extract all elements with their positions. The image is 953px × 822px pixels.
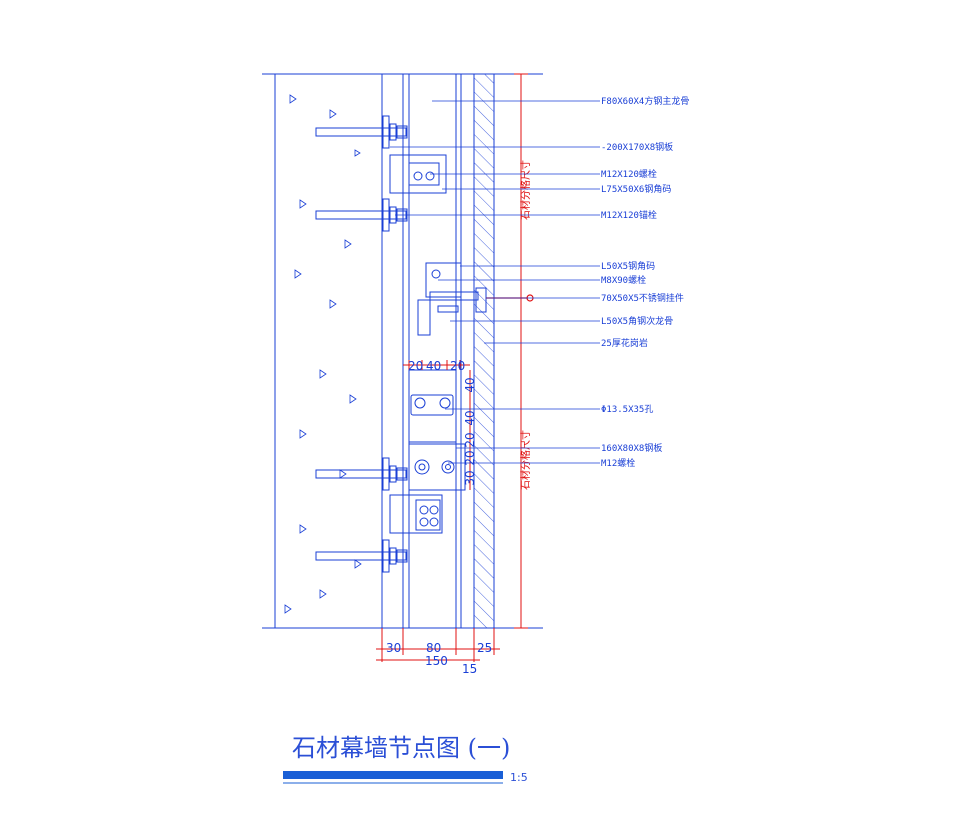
callout-m12: M12螺栓 — [601, 457, 635, 469]
callout-main-keel: F80X60X4方钢主龙骨 — [601, 95, 689, 107]
plate-dim-side-4: 20 — [463, 450, 477, 465]
callout-hole: Φ13.5X35孔 — [601, 404, 653, 415]
granite-panel — [473, 73, 495, 629]
title-bar — [283, 771, 503, 779]
bottom-dim-80: 80 — [426, 641, 441, 655]
drawing-title: 石材幕墙节点图 (一) — [292, 734, 510, 762]
plate-dim-side-3: 20 — [463, 432, 477, 447]
plate-dim-top-2: 40 — [426, 359, 441, 373]
vdim-lower: 石材分格尺寸 — [519, 430, 532, 490]
bottom-dim-150: 150 — [425, 654, 448, 668]
vertical-dimensions — [514, 73, 528, 629]
callout-l50-angle: L50X5钢角码 — [601, 260, 655, 272]
leader-lines — [390, 100, 600, 464]
bottom-dim-15: 15 — [462, 662, 477, 676]
anchor-bolts — [315, 115, 408, 573]
vdim-upper: 石材分格尺寸 — [519, 160, 532, 220]
callout-m8-bolt: M8X90螺栓 — [601, 274, 646, 286]
callout-secondary-keel: L50X5角钢次龙骨 — [601, 315, 673, 327]
drawing-scale: 1:5 — [510, 771, 528, 784]
main-keel — [381, 74, 475, 628]
plate-dim-side-1: 40 — [463, 377, 477, 392]
plate-dim-side-2: 40 — [463, 410, 477, 425]
steel-plates — [389, 154, 466, 534]
plate-dim-top-3: 20 — [450, 359, 465, 373]
concrete-wall — [274, 73, 383, 629]
plate-dim-top-1: 20 — [408, 359, 423, 373]
callout-plate-200: -200X170X8钢板 — [601, 141, 673, 153]
callout-m12-bolt: M12X120螺栓 — [601, 168, 657, 180]
callout-plate-160: 160X80X8钢板 — [601, 442, 662, 454]
callout-l75-angle: L75X50X6钢角码 — [601, 183, 671, 195]
plate-dimension-lines — [403, 360, 471, 490]
bottom-dimension-lines — [376, 628, 500, 662]
callout-granite: 25厚花岗岩 — [601, 337, 648, 349]
plate-dim-side-5: 30 — [463, 470, 477, 485]
bottom-dim-25: 25 — [477, 641, 492, 655]
callout-stainless-hanger: 70X50X5不锈钢挂件 — [601, 292, 684, 304]
callouts: F80X60X4方钢主龙骨 -200X170X8钢板 M12X120螺栓 L75… — [601, 95, 689, 469]
callout-m12-anchor: M12X120锚栓 — [601, 209, 657, 221]
bottom-dim-30: 30 — [386, 641, 401, 655]
